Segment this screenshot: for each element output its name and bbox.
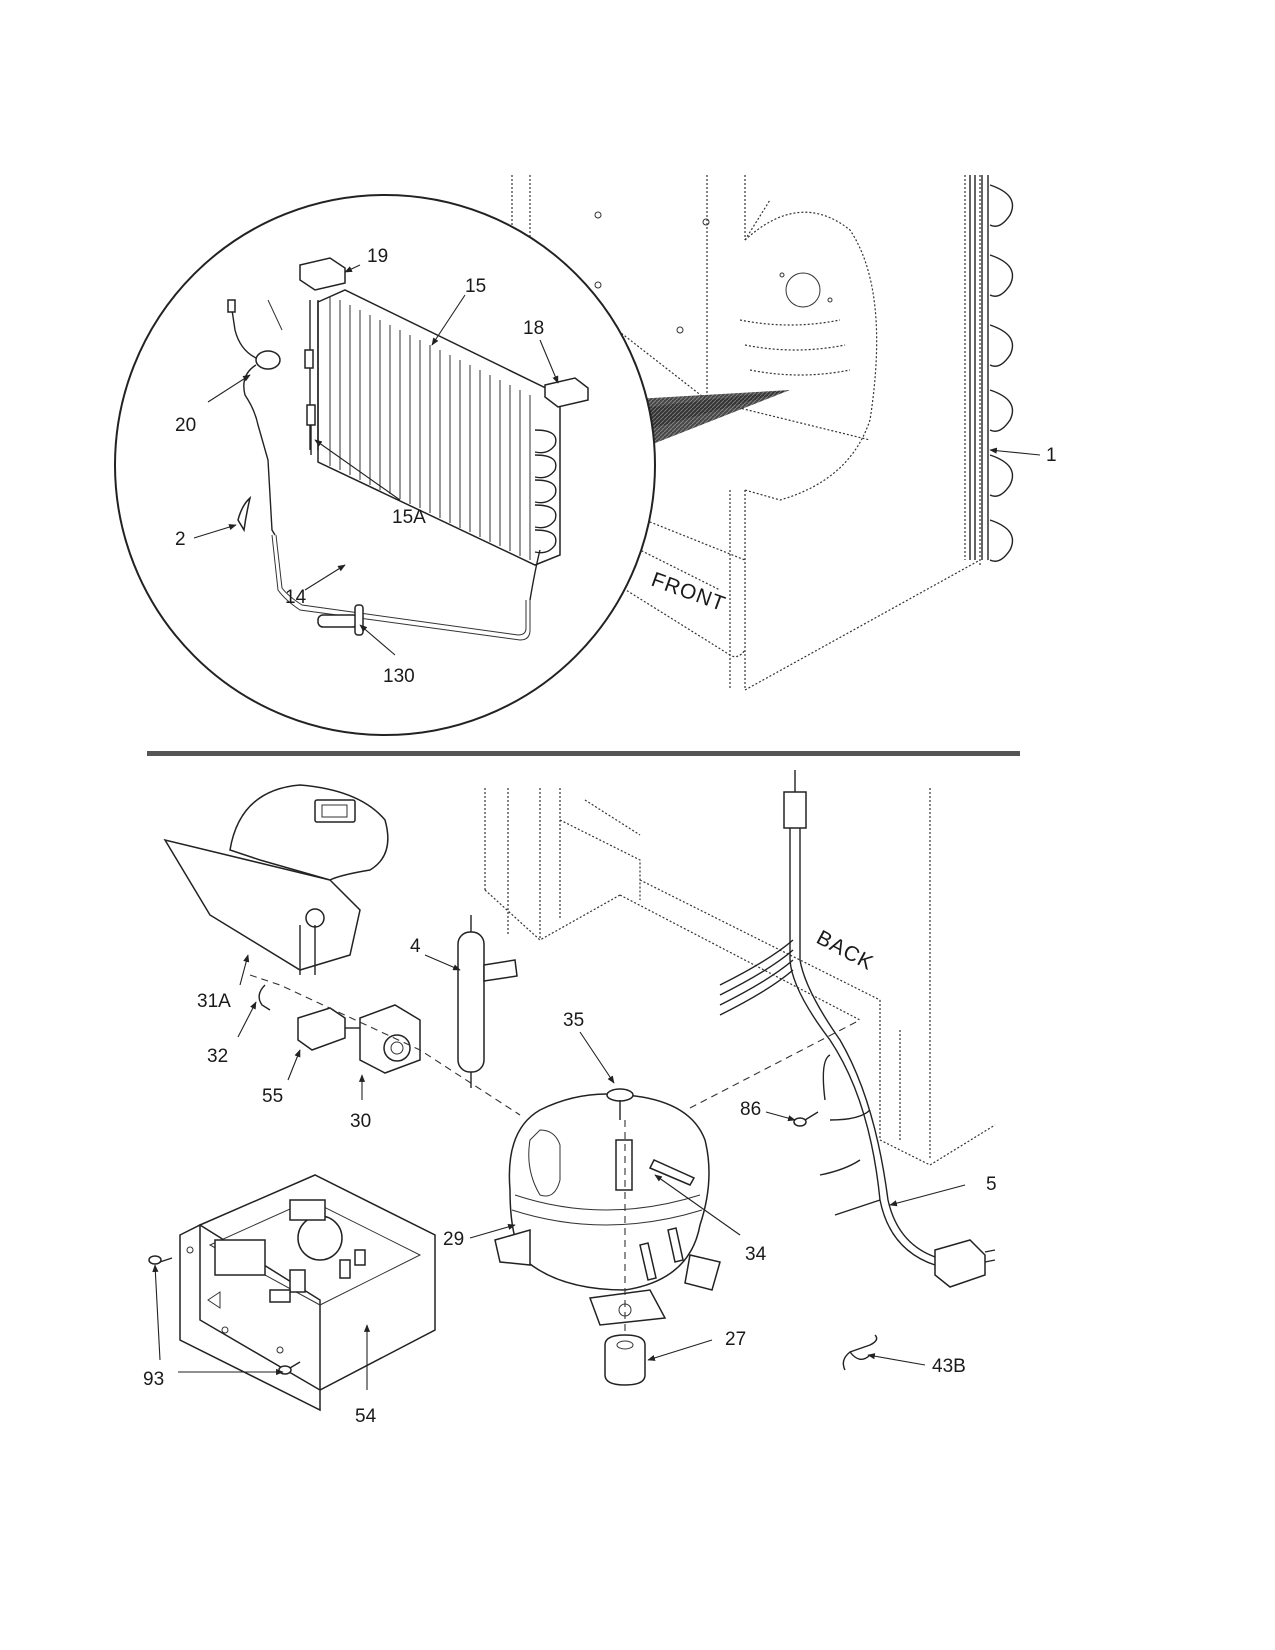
water-valve-30 [359, 1004, 421, 1074]
label-54: 54 [355, 1406, 377, 1427]
switch-55 [297, 1007, 360, 1051]
bolt-35 [606, 1088, 634, 1120]
label-93: 93 [143, 1369, 164, 1390]
label-32: 32 [207, 1046, 228, 1067]
clip-2 [237, 495, 252, 533]
label-29: 29 [443, 1229, 464, 1250]
screw-86 [793, 1111, 819, 1127]
label-18: 18 [523, 318, 544, 339]
label-130: 130 [383, 666, 415, 687]
power-cord [719, 770, 996, 1288]
label-2: 2 [175, 529, 186, 550]
control-box [179, 1174, 436, 1412]
label-4: 4 [410, 936, 421, 957]
ice-maker [163, 784, 389, 975]
section-divider [147, 751, 1020, 756]
grommet-27 [604, 1334, 646, 1386]
label-30: 30 [350, 1111, 371, 1132]
back-text: BACK [813, 926, 878, 975]
compressor [494, 1093, 721, 1326]
drain-tube-heater [271, 534, 541, 641]
label-15a: 15A [392, 507, 426, 528]
label-1: 1 [1046, 445, 1057, 466]
label-43b: 43B [932, 1356, 966, 1377]
label-20: 20 [175, 415, 196, 436]
label-15: 15 [465, 276, 486, 297]
cabinet-lower [484, 788, 996, 1166]
label-31a: 31A [197, 991, 231, 1012]
condenser-coil [969, 175, 1014, 562]
label-86: 86 [740, 1099, 761, 1120]
label-27: 27 [725, 1329, 746, 1350]
label-35: 35 [563, 1010, 584, 1031]
label-19: 19 [367, 246, 388, 267]
defrost-thermostat [227, 299, 281, 536]
insulation-block-18 [544, 377, 589, 408]
label-55: 55 [262, 1086, 283, 1107]
drier-4 [457, 915, 518, 1088]
label-34: 34 [745, 1244, 767, 1265]
insulation-block-19 [299, 257, 346, 291]
wire-clip-43b [842, 1334, 878, 1371]
evaporator [304, 289, 561, 566]
clip-32 [258, 984, 271, 1011]
label-14: 14 [285, 587, 307, 608]
label-5: 5 [986, 1174, 997, 1195]
front-text: FRONT [648, 568, 729, 616]
